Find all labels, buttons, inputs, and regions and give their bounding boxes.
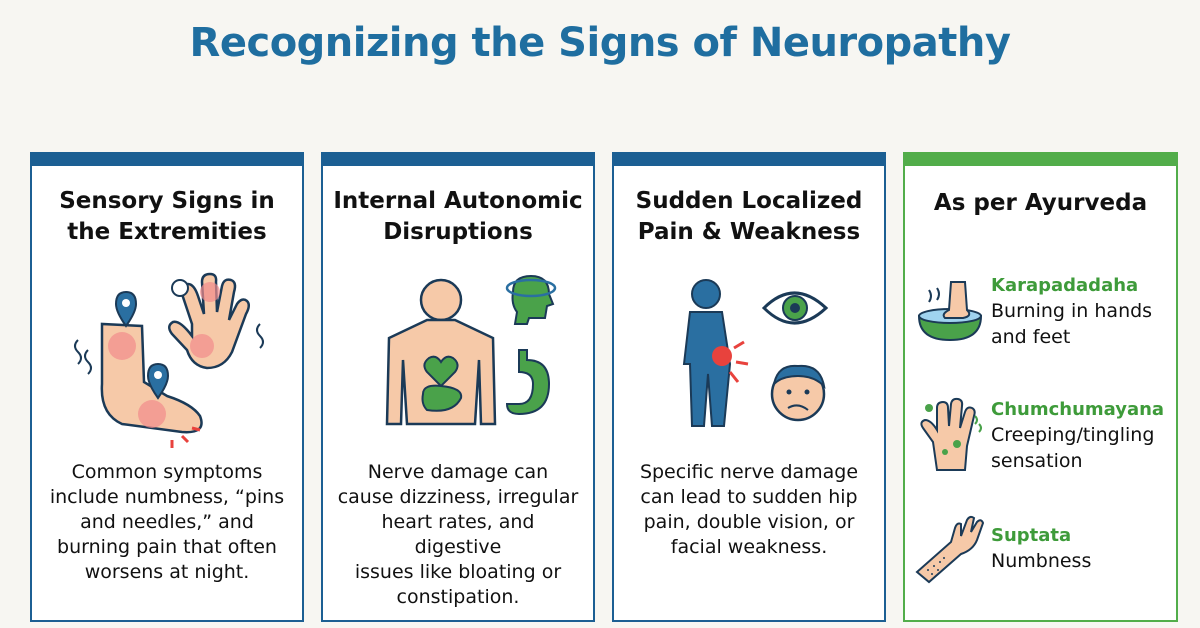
card-description-line: include numbness, “pins [49, 486, 285, 508]
card-description: Nerve damage can cause dizziness, irregu… [337, 460, 579, 610]
card-description-line: constipation. [396, 586, 520, 608]
card-description-line: can lead to sudden hip [640, 486, 858, 508]
card-title-line: the Extremities [67, 219, 267, 245]
card-description-line: facial weakness. [670, 536, 828, 558]
ayurveda-item-karapadadaha: Karapadadaha Burning in hands and feet [991, 274, 1152, 350]
ayurveda-description: Numbness [991, 550, 1092, 572]
body-organs-icon [385, 274, 557, 426]
card-description: Common symptoms include numbness, “pins … [46, 460, 288, 585]
card-description-line: worsens at night. [84, 561, 250, 583]
card-description-line: pain, double vision, or [643, 511, 855, 533]
card-ayurveda: As per Ayurveda Karapadadaha Burning in … [903, 152, 1178, 622]
card-description-line: cause dizziness, irregular [337, 486, 579, 508]
ayurveda-description: and feet [991, 326, 1071, 348]
ayurveda-description: sensation [991, 450, 1083, 472]
card-description-line: issues like bloating or [354, 561, 562, 583]
foot-and-hand-pain-icon [74, 272, 264, 448]
card-top-bar [903, 152, 1178, 166]
ayurveda-item-suptata: Suptata Numbness [991, 524, 1091, 574]
card-top-bar [30, 152, 304, 166]
card-title: As per Ayurveda [933, 190, 1148, 216]
ayurveda-description: Burning in hands [991, 300, 1153, 322]
card-title-line: Internal Autonomic [333, 188, 583, 214]
ayurveda-description: Creeping/tingling [991, 424, 1155, 446]
card-title: Sensory Signs in the Extremities [32, 186, 302, 248]
ayurveda-term: Suptata [991, 525, 1072, 546]
tingling-hand-icon [920, 397, 982, 471]
card-autonomic-disruptions: Internal Autonomic Disruptions Nerve dam… [321, 152, 595, 622]
card-title: Internal Autonomic Disruptions [323, 186, 593, 248]
card-title-line: Pain & Weakness [637, 219, 861, 245]
card-title-line: Sensory Signs in [59, 188, 275, 214]
card-description: Specific nerve damage can lead to sudden… [628, 460, 870, 560]
card-title-line: Sudden Localized [635, 188, 863, 214]
card-description-line: burning pain that often [57, 536, 277, 558]
ayurveda-term: Chumchumayana [991, 399, 1165, 420]
card-sensory-signs: Sensory Signs in the Extremities Common … [30, 152, 304, 622]
card-description-line: Specific nerve damage [639, 461, 859, 483]
numb-arm-icon [915, 515, 985, 584]
card-description-line: and needles,” and [80, 511, 254, 533]
card-description-line: heart rates, and digestive [381, 511, 535, 558]
card-top-bar [321, 152, 595, 166]
ayurveda-item-chumchumayana: Chumchumayana Creeping/tingling sensatio… [991, 398, 1164, 474]
card-description-line: Nerve damage can [367, 461, 549, 483]
hip-pain-vision-face-icon [682, 279, 829, 427]
card-description-line: Common symptoms [71, 461, 263, 483]
card-title-line: Disruptions [383, 219, 533, 245]
burning-foot-bowl-icon [917, 281, 983, 342]
card-top-bar [612, 152, 886, 166]
card-title: Sudden Localized Pain & Weakness [614, 186, 884, 248]
ayurveda-term: Karapadadaha [991, 275, 1139, 296]
page-title: Recognizing the Signs of Neuropathy [189, 20, 1011, 66]
card-localized-pain: Sudden Localized Pain & Weakness Specifi… [612, 152, 886, 622]
